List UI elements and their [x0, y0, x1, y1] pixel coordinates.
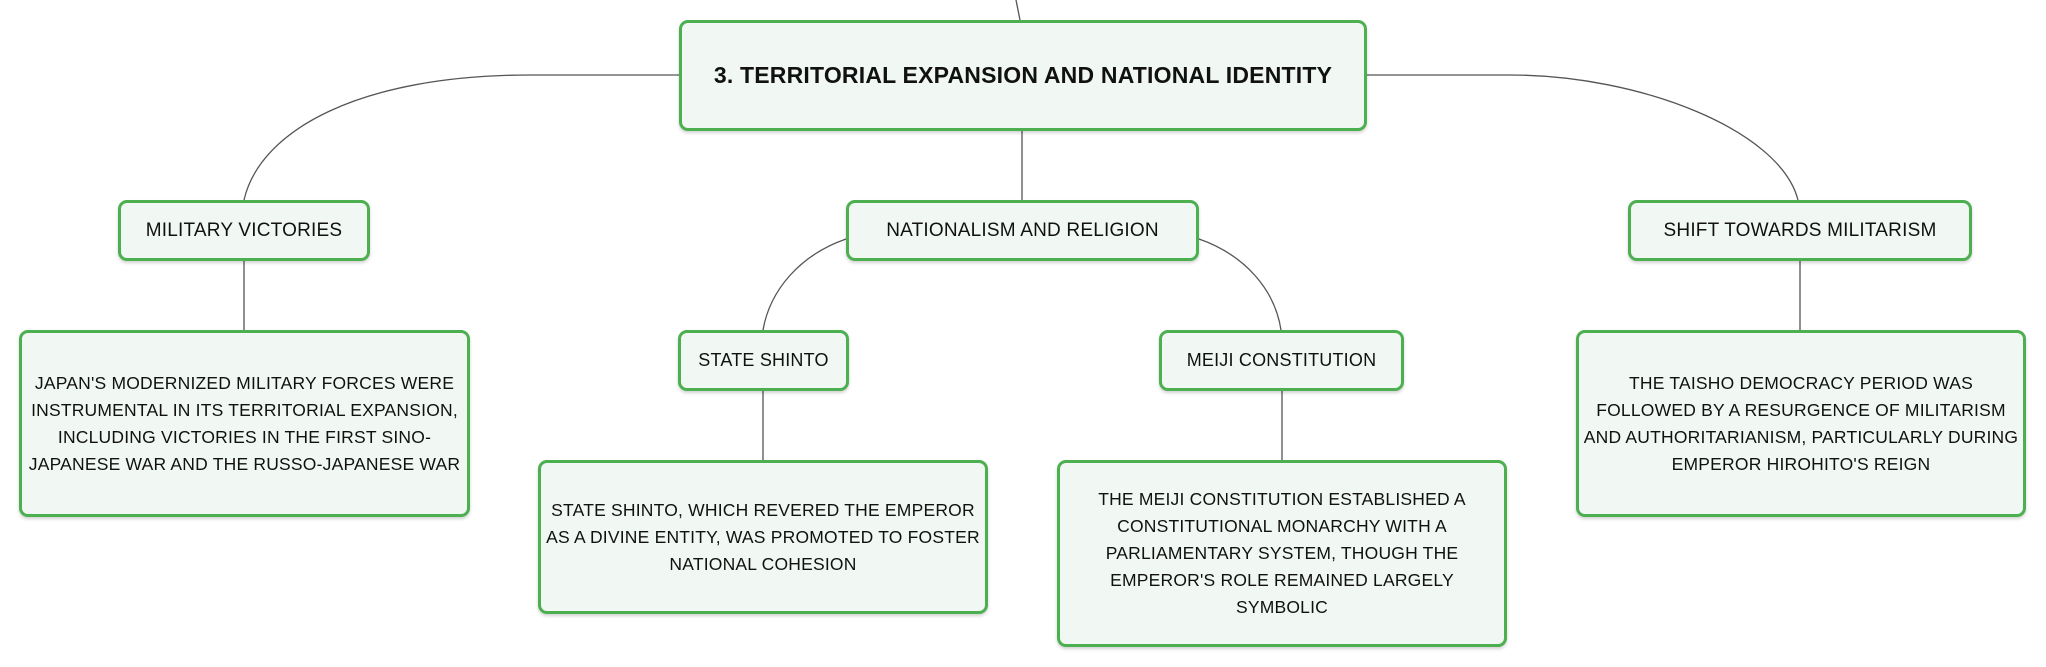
description-node-shift-towards-militarism[interactable]: THE TAISHO DEMOCRACY PERIOD WAS FOLLOWED… [1576, 330, 2026, 517]
subtopic-node-state-shinto[interactable]: STATE SHINTO [678, 330, 849, 391]
subtopic-node-meiji-constitution[interactable]: MEIJI CONSTITUTION [1159, 330, 1404, 391]
connector-nationalism-to-shinto [762, 238, 847, 331]
description-text: STATE SHINTO, WHICH REVERED THE EMPEROR … [546, 499, 980, 574]
connector-root-to-military [243, 74, 679, 201]
description-text: THE TAISHO DEMOCRACY PERIOD WAS FOLLOWED… [1583, 372, 2019, 474]
connector-parent-to-root [1015, 0, 1021, 21]
root-node[interactable]: 3. TERRITORIAL EXPANSION AND NATIONAL ID… [679, 20, 1367, 131]
description-node-meiji-constitution[interactable]: THE MEIJI CONSTITUTION ESTABLISHED A CON… [1057, 460, 1507, 647]
subtopic-label: STATE SHINTO [698, 350, 829, 370]
topic-node-shift-towards-militarism[interactable]: SHIFT TOWARDS MILITARISM [1628, 200, 1972, 261]
topic-label: MILITARY VICTORIES [145, 219, 343, 241]
description-node-military-victories[interactable]: JAPAN'S MODERNIZED MILITARY FORCES WERE … [19, 330, 470, 517]
topic-label: SHIFT TOWARDS MILITARISM [1663, 219, 1937, 241]
topic-label: NATIONALISM AND RELIGION [886, 219, 1159, 241]
connector-nationalism-to-meiji [1198, 238, 1282, 331]
topic-node-military-victories[interactable]: MILITARY VICTORIES [118, 200, 370, 261]
subtopic-label: MEIJI CONSTITUTION [1186, 350, 1377, 370]
description-text: JAPAN'S MODERNIZED MILITARY FORCES WERE … [28, 372, 461, 474]
description-text: THE MEIJI CONSTITUTION ESTABLISHED A CON… [1098, 489, 1466, 617]
description-node-state-shinto[interactable]: STATE SHINTO, WHICH REVERED THE EMPEROR … [538, 460, 988, 614]
connector-root-to-militarism [1367, 74, 1799, 201]
topic-node-nationalism-and-religion[interactable]: NATIONALISM AND RELIGION [846, 200, 1199, 261]
root-node-label: 3. TERRITORIAL EXPANSION AND NATIONAL ID… [713, 62, 1333, 88]
